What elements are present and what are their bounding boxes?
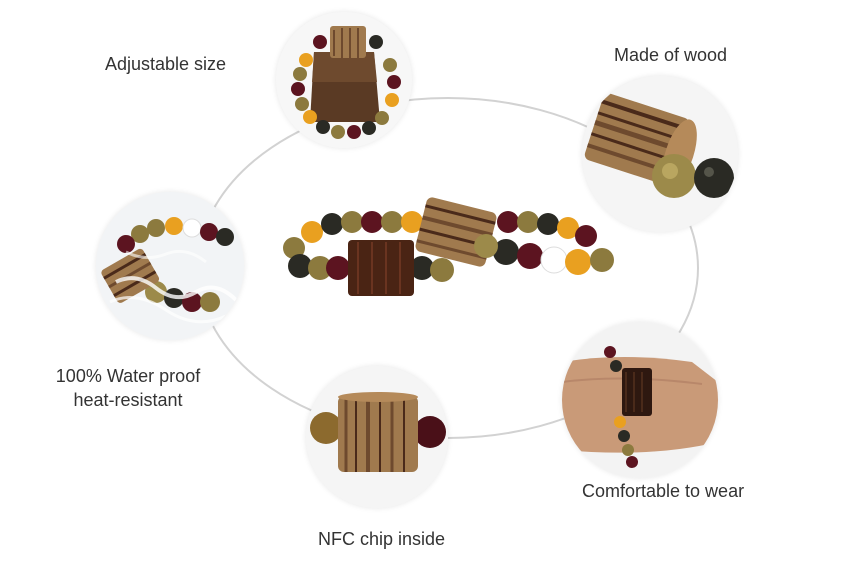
label-water-proof-line1: 100% Water proof <box>55 366 201 386</box>
label-made-of-wood: Made of wood <box>614 45 728 65</box>
label-adjustable-size: Adjustable size <box>105 54 227 74</box>
bracelet-center-image <box>272 196 624 300</box>
label-nfc-chip-inside: NFC chip inside <box>318 529 446 549</box>
photo-adjustable-size <box>276 12 412 148</box>
photo-comfortable-to-wear <box>562 322 718 478</box>
photo-water-proof <box>96 192 244 340</box>
label-water-proof: 100% Water proof heat-resistant <box>36 364 220 412</box>
photo-nfc-chip-inside <box>306 366 448 508</box>
photo-made-of-wood <box>582 76 738 232</box>
label-heat-resistant-line2: heat-resistant <box>73 390 183 410</box>
label-comfortable-to-wear: Comfortable to wear <box>582 481 745 501</box>
